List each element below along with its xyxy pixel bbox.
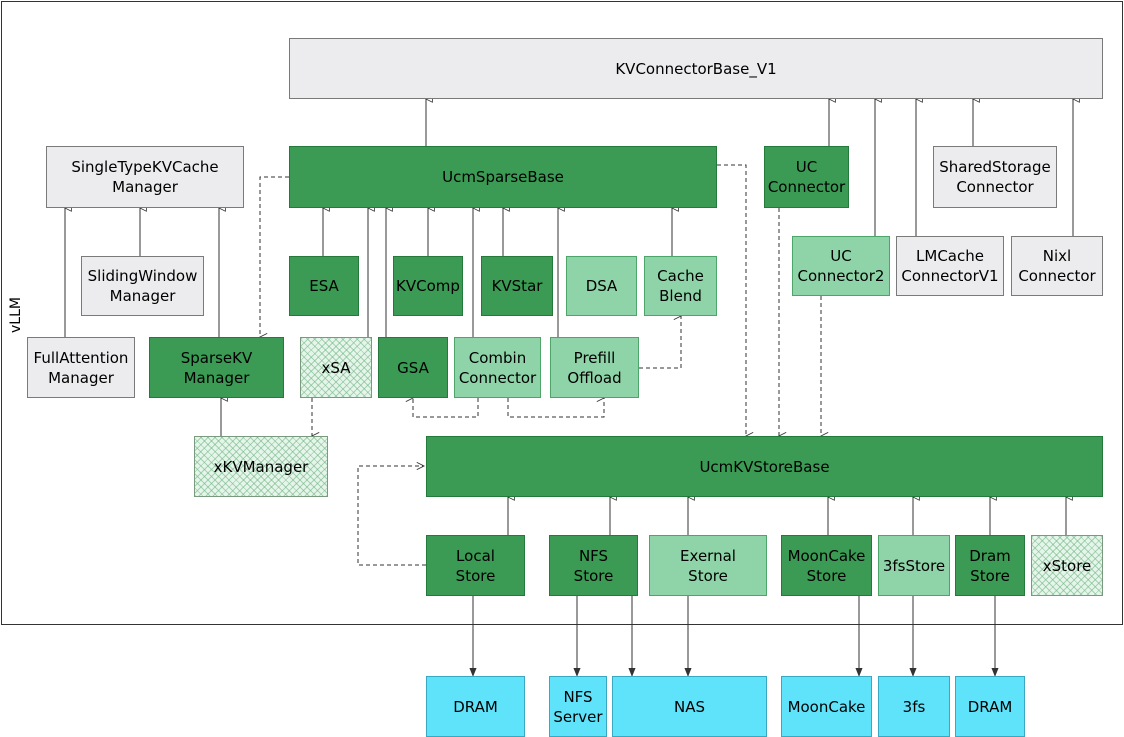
dep-combin-prefill bbox=[507, 398, 604, 418]
vllm-container bbox=[1, 1, 1123, 625]
combin-connector: Combin Connector bbox=[454, 337, 541, 398]
exernal-store: Exernal Store bbox=[649, 535, 767, 596]
ucm-kvstore-base: UcmKVStoreBase bbox=[426, 436, 1103, 497]
dep-prefill-cacheblend bbox=[639, 316, 681, 369]
kvstar: KVStar bbox=[481, 256, 553, 316]
dram-backend-1: DRAM bbox=[426, 676, 525, 737]
nfs-store: NFS Store bbox=[549, 535, 638, 596]
kvconnector-base-v1: KVConnectorBase_V1 bbox=[289, 38, 1103, 99]
sliding-window-manager: SlidingWindow Manager bbox=[81, 256, 204, 316]
uc-connector2: UC Connector2 bbox=[792, 236, 890, 296]
single-type-kvcache-manager: SingleTypeKVCache Manager bbox=[46, 146, 244, 208]
dep-local-kvstore bbox=[357, 466, 426, 566]
ucm-sparse-base: UcmSparseBase bbox=[289, 146, 717, 208]
3fs-store: 3fsStore bbox=[878, 535, 950, 596]
esa: ESA bbox=[289, 256, 359, 316]
nas: NAS bbox=[612, 676, 767, 737]
dep-ucmsparse-sparsekv bbox=[260, 176, 289, 337]
nfs-server: NFS Server bbox=[549, 676, 607, 737]
uc-connector: UC Connector bbox=[764, 146, 849, 208]
kvcomp: KVComp bbox=[393, 256, 463, 316]
dep-ucmsparse-kvstore bbox=[717, 164, 746, 436]
xstore: xStore bbox=[1031, 535, 1103, 596]
mooncake-backend: MoonCake bbox=[781, 676, 872, 737]
full-attention-manager: FullAttention Manager bbox=[27, 337, 135, 398]
cache-blend: Cache Blend bbox=[644, 256, 717, 316]
dsa: DSA bbox=[566, 256, 637, 316]
xkv-manager: xKVManager bbox=[194, 436, 328, 497]
prefill-offload: Prefill Offload bbox=[550, 337, 639, 398]
local-store: Local Store bbox=[426, 535, 525, 596]
gsa: GSA bbox=[378, 337, 448, 398]
shared-storage-connector: SharedStorage Connector bbox=[933, 146, 1057, 208]
sparse-kv-manager: SparseKV Manager bbox=[149, 337, 284, 398]
dram-store: Dram Store bbox=[955, 535, 1025, 596]
dram-backend-2: DRAM bbox=[955, 676, 1025, 737]
dep-combin-gsa bbox=[413, 398, 479, 418]
nixl-connector: Nixl Connector bbox=[1011, 236, 1103, 296]
mooncake-store: MoonCake Store bbox=[781, 535, 872, 596]
xsa: xSA bbox=[300, 337, 372, 398]
3fs-backend: 3fs bbox=[878, 676, 950, 737]
lmcache-connector-v1: LMCache ConnectorV1 bbox=[896, 236, 1004, 296]
